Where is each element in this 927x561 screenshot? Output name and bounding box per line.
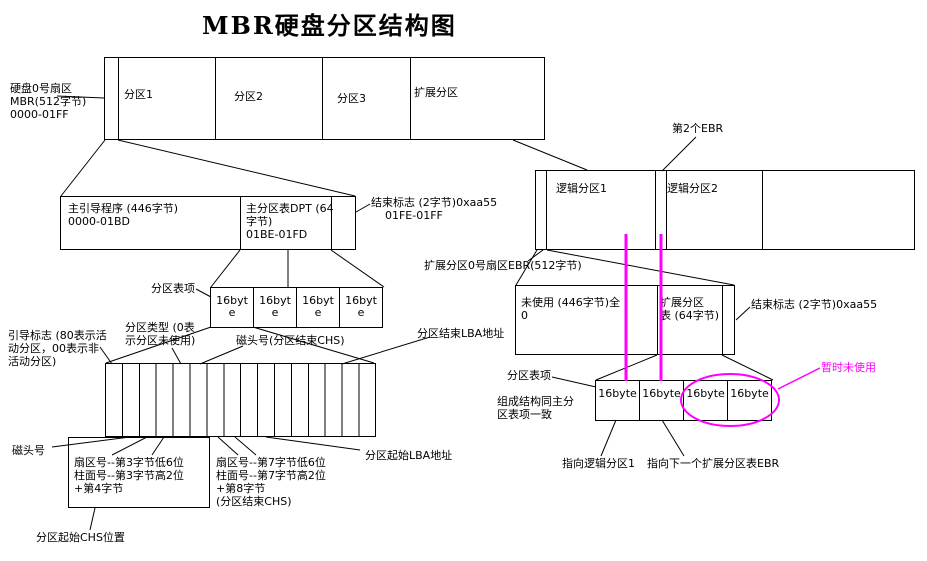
mbr-expand-right [117,139,356,197]
second-ebr-label: 第2个EBR [672,122,724,135]
end-flag-connector [355,203,371,213]
ext-table-expand-left [595,354,658,381]
start-chs-connector [89,507,96,531]
ebr0-sector-label: 扩展分区0号扇区EBR(512字节) [424,259,582,272]
ebr-end-flag-connector [735,306,751,321]
partition-entry-left-label: 分区表项 [151,282,195,295]
byte8-connector [234,436,257,456]
points-next-ebr-connector [661,419,685,457]
logical1-label: 逻辑分区1 [556,182,607,195]
entry-right-label-connector [551,376,597,388]
start-lba-annotation: 分区起始LBA地址 [365,449,453,462]
head-end-connector [199,345,244,365]
entry-cell: 16byte [339,287,383,328]
logical2-label: 逻辑分区2 [667,182,718,195]
dpt-expand-left [210,249,241,288]
mbr-detail-box [60,196,356,250]
box-divider [322,57,323,140]
start-lba-connector [265,436,361,451]
temporarily-unused-connector [777,367,821,390]
second-ebr-connector [661,136,697,172]
box-divider [118,57,119,140]
ext-table-expand-right [721,354,774,381]
ebr-end-flag-label: 结束标志 (2字节)0xaa55 [751,298,878,311]
mbr-expand-left [60,139,106,197]
extended-partition-label: 扩展分区 [414,86,458,99]
box-divider [240,196,241,250]
box-divider [410,57,411,140]
sector-bytes-7-8-annotation: 扇区号--第7字节低6位 柱面号--第7字节高2位 +第8字节 (分区结束CHS… [216,456,326,508]
entry-cell: 16byte [727,380,772,421]
byte-grid [105,363,376,437]
points-to-logical1-label: 指向逻辑分区1 [562,457,635,470]
byte7-connector [217,436,239,456]
end-lba-connector [341,336,431,365]
logical-partitions-box [535,170,915,250]
mbr-sector-box [104,57,545,140]
points-logical1-connector [600,419,617,457]
entry-cell: 16byte [639,380,684,421]
entry-cell: 16byte [595,380,640,421]
box-divider [762,170,763,250]
boot-program-label: 主引导程序 (446字节) 0000-01BD [68,202,179,228]
mbr-end-flag-label: 结束标志 (2字节)0xaa55 01FE-01FF [371,196,498,222]
box-divider [722,285,723,355]
box-divider [215,57,216,140]
mbr-sector-label: 硬盘0号扇区 MBR(512字节) 0000-01FF [10,82,87,121]
partition3-label: 分区3 [337,92,366,105]
ext-partition-table-label: 扩展分区 表 (64字节) [660,296,720,322]
ebr-unused-label: 未使用 (446字节)全 0 [521,296,621,322]
head-end-annotation: 磁头号(分区结束CHS) [236,334,345,347]
dpt-label: 主分区表DPT (64 字节) 01BE-01FD [246,202,334,241]
head-start-annotation: 磁头号 [12,444,45,457]
box-divider [666,170,667,250]
partition-entry-right-label: 分区表项 [507,369,551,382]
box-divider [655,170,656,250]
entry-cell: 16byte [253,287,297,328]
box-divider [546,170,547,250]
entry-cell: 16byte [210,287,254,328]
start-chs-annotation: 分区起始CHS位置 [36,531,125,544]
diagram-title: MBR硬盘分区结构图 [202,11,457,40]
points-to-next-ebr-label: 指向下一个扩展分区表EBR [647,457,780,470]
partition1-label: 分区1 [124,88,153,101]
same-structure-note: 组成结构同主分 区表项一致 [497,395,574,421]
box-divider [657,285,658,355]
entry-cell: 16byte [296,287,340,328]
extended-to-logical-connector [512,139,588,171]
partition-type-connector [171,347,182,365]
entry-label-connector [195,288,212,298]
entry-cell: 16byte [683,380,728,421]
sector-bytes-3-4-annotation: 扇区号--第3字节低6位 柱面号--第3字节高2位 +第4字节 [74,456,184,495]
boot-flag-annotation: 引导标志 (80表示活 动分区，00表示非 活动分区) [8,329,107,368]
temporarily-unused-label: 暂时未使用 [821,361,876,374]
end-lba-annotation: 分区结束LBA地址 [417,327,505,340]
box-divider [331,196,332,250]
dpt-expand-right [330,249,385,288]
partition-type-annotation: 分区类型 (0表 示分区未使用) [125,321,196,347]
partition2-label: 分区2 [234,90,263,103]
